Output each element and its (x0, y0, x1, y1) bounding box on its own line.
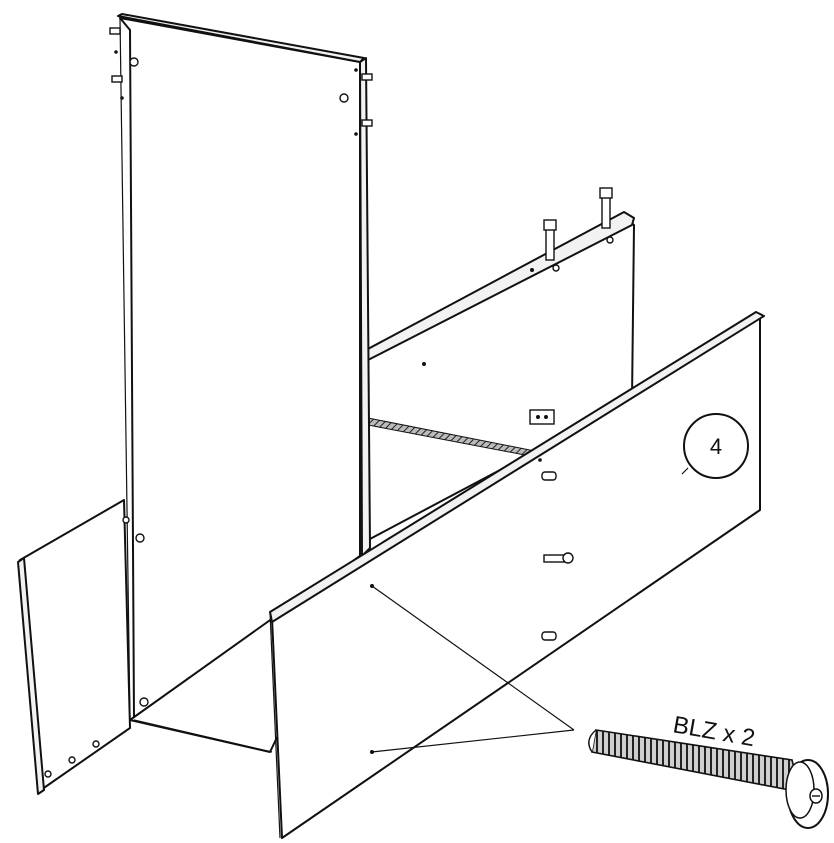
dowel-icon (541, 471, 557, 481)
step-number-marker: 4 (681, 413, 749, 479)
leader-lines (371, 585, 575, 753)
step-number: 4 (710, 434, 722, 459)
back-panel (365, 187, 635, 541)
dowel-icon (541, 631, 557, 641)
bolt-icon (599, 187, 613, 229)
screw-icon (543, 552, 574, 564)
confirmat-screw-icon (588, 729, 829, 829)
bracket-icon (529, 409, 555, 425)
bolt-icon (543, 219, 557, 261)
front-panel: 4 (269, 311, 765, 839)
side-panel-small (17, 499, 131, 795)
